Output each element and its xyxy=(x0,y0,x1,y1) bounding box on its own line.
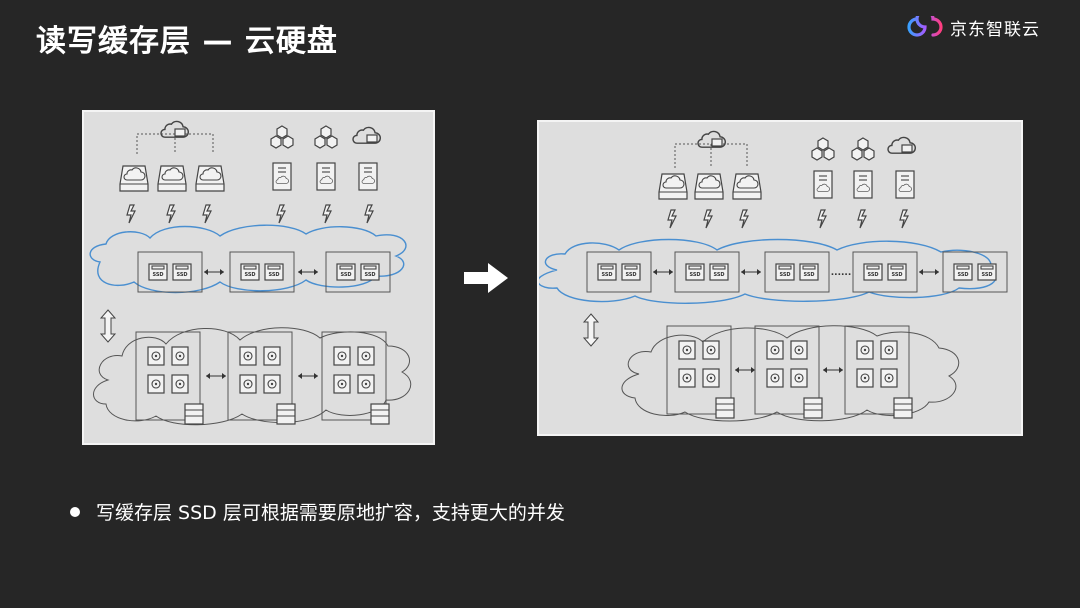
ssd-node xyxy=(675,252,739,292)
hdd-node xyxy=(755,326,822,418)
vertical-arrow-icon xyxy=(100,309,116,343)
bullet-point: 写缓存层 SSD 层可根据需要原地扩容，支持更大的并发 xyxy=(70,498,565,525)
ssd-node xyxy=(853,252,917,292)
bullet-text: 写缓存层 SSD 层可根据需要原地扩容，支持更大的并发 xyxy=(96,502,565,524)
disk-icon xyxy=(695,174,723,199)
hdd-node xyxy=(228,332,295,424)
cloud-storage-icon xyxy=(161,121,188,137)
link-arrow xyxy=(297,268,319,276)
document-icon xyxy=(317,163,335,190)
hdd-storage-cloud xyxy=(93,327,412,426)
hdd-node xyxy=(845,326,912,418)
io-bolt-icon xyxy=(899,209,909,229)
transition-arrow-icon xyxy=(464,263,508,297)
ssd-node xyxy=(230,252,294,292)
disk-icon xyxy=(158,166,186,191)
link-arrow xyxy=(918,268,940,276)
io-bolt-icon xyxy=(667,209,677,229)
io-bolt-icon xyxy=(202,204,212,224)
io-bolt-icon xyxy=(817,209,827,229)
bullet-dot-icon xyxy=(70,506,80,517)
cubes-icon xyxy=(314,125,338,149)
hdd-node xyxy=(322,332,389,424)
document-icon xyxy=(854,171,872,198)
disk-icon xyxy=(733,174,761,199)
link-arrow xyxy=(822,366,844,374)
ellipsis-label: ...... xyxy=(831,268,852,278)
disk-icon xyxy=(120,166,148,191)
document-icon xyxy=(273,163,291,190)
io-bolt-icon xyxy=(126,204,136,224)
io-bolt-icon xyxy=(322,204,332,224)
io-bolt-icon xyxy=(364,204,374,224)
io-bolt-icon xyxy=(166,204,176,224)
ssd-cache-cloud xyxy=(89,224,407,294)
document-icon xyxy=(814,171,832,198)
ssd-node xyxy=(943,252,1007,292)
vertical-arrow-icon xyxy=(583,313,599,347)
cloud-storage-icon xyxy=(353,127,380,143)
io-bolt-icon xyxy=(703,209,713,229)
disk-icon xyxy=(659,174,687,199)
brand-logo-text: 京东智联云 xyxy=(950,19,1040,40)
diagram-after: ...... xyxy=(537,120,1023,436)
cubes-icon xyxy=(811,137,835,161)
document-icon xyxy=(359,163,377,190)
io-bolt-icon xyxy=(857,209,867,229)
cloud-storage-icon xyxy=(698,131,725,147)
hdd-node xyxy=(136,332,203,424)
cloud-storage-icon xyxy=(888,137,915,153)
ssd-node xyxy=(765,252,829,292)
cubes-icon xyxy=(851,137,875,161)
link-arrow xyxy=(652,268,674,276)
link-arrow xyxy=(203,268,225,276)
io-bolt-icon xyxy=(276,204,286,224)
slide-title: 读写缓存层 — 云硬盘 xyxy=(36,24,338,59)
brand-logo: 京东智联云 xyxy=(906,14,1040,40)
diagram-before: SSD xyxy=(82,110,435,445)
ssd-node xyxy=(138,252,202,292)
brand-logo-icon xyxy=(907,16,943,37)
link-arrow xyxy=(205,372,227,380)
cubes-icon xyxy=(270,125,294,149)
link-arrow xyxy=(297,372,319,380)
document-icon xyxy=(896,171,914,198)
io-bolt-icon xyxy=(739,209,749,229)
disk-icon xyxy=(196,166,224,191)
ssd-node xyxy=(587,252,651,292)
link-arrow xyxy=(740,268,762,276)
link-arrow xyxy=(734,366,756,374)
